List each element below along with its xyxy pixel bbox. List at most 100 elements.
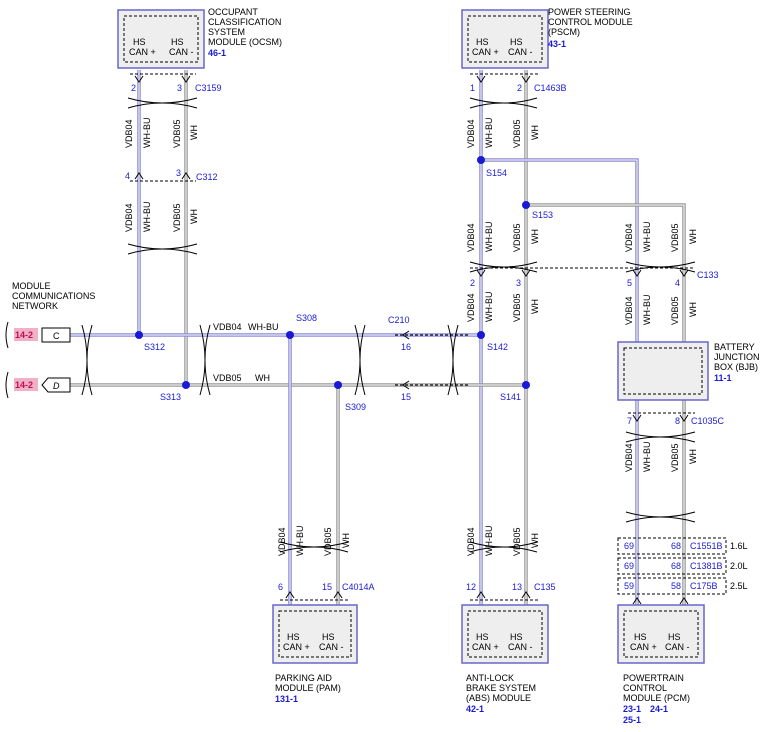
- pam-name-2: MODULE (PAM): [275, 683, 341, 693]
- bjb-box: [617, 341, 709, 401]
- wire-circuit-label: VDB04: [277, 527, 287, 556]
- wire-circuit-label: VDB04: [124, 119, 134, 148]
- wire-color-label: WH-BU: [142, 202, 152, 233]
- c133-pin: 4: [675, 278, 680, 288]
- abs-pin-label: CAN +: [472, 642, 499, 652]
- network-connectors: [5, 321, 71, 399]
- wire-circuit-label: VDB04: [466, 527, 476, 556]
- pcm-pin: 68: [671, 541, 681, 551]
- splice-s141: [522, 381, 530, 389]
- ocsm-name-4: MODULE (OCSM): [208, 37, 282, 47]
- splice-s153: [522, 201, 530, 209]
- wire-circuit-label: VDB05: [670, 443, 680, 472]
- pscm-pin-number: 2: [517, 83, 522, 93]
- connector-c135: C135: [534, 582, 556, 592]
- connector-c175b: C175B: [690, 581, 718, 591]
- pscm-name-1: POWER STEERING: [548, 7, 631, 17]
- pcm-pin: 68: [671, 561, 681, 571]
- wire-circuit-label: VDB05: [512, 293, 522, 322]
- splice-label: S308: [296, 313, 317, 323]
- wire-color-label: WH-BU: [295, 526, 305, 557]
- wire-color-label: WH: [688, 229, 698, 244]
- pcm-pin-label: CAN +: [630, 642, 657, 652]
- abs-box: [461, 604, 549, 664]
- wire-color-label: WH: [189, 209, 199, 224]
- connector-c1035c: C1035C: [691, 416, 725, 426]
- wire-circuit-label: VDB04: [466, 223, 476, 252]
- pam-pin: 15: [322, 582, 332, 592]
- connector-arrows: [134, 75, 689, 605]
- network-title-2: COMMUNICATIONS: [12, 291, 95, 301]
- engine-label: 1.6L: [730, 541, 748, 551]
- c210-pin: 15: [401, 392, 411, 402]
- wire-color-label: WH-BU: [484, 526, 494, 557]
- pam-name-1: PARKING AID: [275, 673, 332, 683]
- connector-c3159: C3159: [195, 83, 222, 93]
- abs-pin-label: CAN -: [508, 642, 533, 652]
- wire-circuit-label: VDB04: [124, 203, 134, 232]
- wire-color-label: WH-BU: [142, 118, 152, 149]
- connector-c4014a: C4014A: [342, 582, 375, 592]
- ocsm-pin-number: 3: [177, 83, 182, 93]
- splice-s309: [334, 381, 342, 389]
- pscm-pin-label: HS: [510, 37, 523, 47]
- bjb-name-2: JUNCTION: [714, 352, 760, 362]
- ocsm-pin-label: CAN -: [169, 47, 194, 57]
- splice-s142: [477, 331, 485, 339]
- wire-circuit-label: VDB04: [213, 322, 242, 332]
- network-title-1: MODULE: [12, 281, 51, 291]
- bjb-name-3: BOX (BJB): [714, 362, 758, 372]
- pcm-name-3: MODULE (PCM): [623, 693, 690, 703]
- abs-pin-label: HS: [510, 632, 523, 642]
- ocsm-name-3: SYSTEM: [208, 27, 245, 37]
- wire-circuit-label: VDB04: [624, 443, 634, 472]
- wire-circuit-label: VDB04: [466, 293, 476, 322]
- pcm-ref: 24-1: [650, 704, 668, 714]
- splice-s308: [286, 331, 294, 339]
- network-d-ref: 14-2: [15, 380, 33, 390]
- wire-circuit-label: VDB05: [323, 527, 333, 556]
- wire-circuit-label: VDB04: [624, 223, 634, 252]
- ocsm-name-1: OCCUPANT: [208, 7, 258, 17]
- pscm-box: [461, 9, 549, 69]
- wire-color-label: WH-BU: [484, 222, 494, 253]
- wire-circuit-label: VDB05: [172, 203, 182, 232]
- pam-ref: 131-1: [275, 694, 298, 704]
- pscm-name-2: CONTROL MODULE: [548, 17, 633, 27]
- pcm-pin-label: HS: [634, 632, 647, 642]
- wire-circuit-label: VDB05: [213, 373, 242, 383]
- abs-name-3: (ABS) MODULE: [466, 693, 531, 703]
- bjb-name-1: BATTERY: [714, 342, 755, 352]
- connector-outlines: [130, 73, 727, 601]
- abs-pin-label: HS: [476, 632, 489, 642]
- wire-color-label: WH-BU: [642, 442, 652, 473]
- pscm-pin-number: 1: [470, 83, 475, 93]
- pscm-pin-label: CAN -: [508, 47, 533, 57]
- connector-c1463b: C1463B: [534, 83, 567, 93]
- network-title-3: NETWORK: [12, 301, 58, 311]
- abs-ref: 42-1: [466, 704, 484, 714]
- pam-pin: 6: [278, 582, 283, 592]
- wire-circuit-label: VDB05: [512, 119, 522, 148]
- pscm-name-3: (PSCM): [548, 27, 580, 37]
- pam-box: [272, 604, 358, 664]
- connector-c133: C133: [697, 270, 719, 280]
- splice-label: S153: [532, 210, 553, 220]
- wire-circuit-label: VDB05: [512, 527, 522, 556]
- pcm-pin-label: HS: [668, 632, 681, 642]
- network-c-ref: 14-2: [15, 330, 33, 340]
- bjb-pin: 7: [627, 416, 632, 426]
- ocsm-box: [117, 9, 205, 69]
- ocsm-pin-number: 3: [176, 168, 181, 178]
- connector-c1551b: C1551B: [690, 541, 723, 551]
- wire-color-label: WH: [688, 302, 698, 317]
- wire-circuit-label: VDB04: [466, 119, 476, 148]
- bjb-ref: 11-1: [714, 373, 732, 383]
- splice-label: S312: [144, 342, 165, 352]
- wire-color-label: WH: [189, 125, 199, 140]
- ocsm-ref: 46-1: [208, 48, 226, 58]
- splice-points: [135, 156, 530, 389]
- pscm-pin-label: CAN +: [472, 47, 499, 57]
